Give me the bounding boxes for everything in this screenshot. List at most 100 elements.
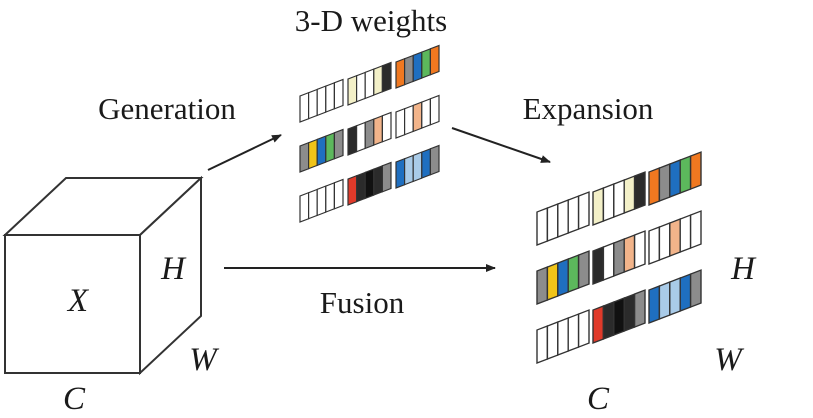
weight-cell	[356, 171, 366, 203]
weight-strip	[395, 94, 440, 139]
weight-cell	[412, 101, 423, 133]
weight-cell	[592, 187, 605, 226]
fusion-label: Fusion	[320, 285, 405, 320]
weight-cell	[404, 54, 414, 86]
input-width-label: W	[189, 342, 219, 378]
weight-cell	[613, 297, 625, 336]
weight-cell	[412, 51, 423, 83]
weight-cell	[364, 68, 375, 100]
weight-cell	[613, 179, 625, 218]
weight-cell	[325, 181, 335, 213]
input-height-label: H	[160, 251, 187, 287]
output-height-label: H	[730, 251, 757, 287]
input-feature-cube	[2, 175, 204, 376]
weight-cell	[347, 174, 358, 206]
weight-cell	[395, 57, 406, 89]
attention-weights-grid	[299, 44, 440, 223]
input-channel-label: C	[63, 381, 86, 417]
weight-cell	[648, 285, 661, 324]
weight-cell	[633, 289, 646, 328]
weight-cell	[557, 258, 569, 297]
weight-cell	[546, 321, 559, 360]
weight-cell	[325, 81, 335, 113]
weight-strip	[648, 210, 702, 265]
weight-cell	[602, 301, 615, 340]
expanded-weights-grid	[536, 151, 702, 364]
weights-title: 3-D weights	[295, 3, 447, 38]
weight-cell	[592, 305, 605, 344]
cube-side-face	[139, 175, 202, 376]
expansion-arrow	[451, 127, 551, 163]
weight-strip	[592, 171, 646, 226]
weight-cell	[669, 218, 681, 257]
weight-cell	[679, 155, 692, 194]
weight-cell	[381, 161, 392, 193]
weight-cell	[333, 128, 344, 160]
generation-arrow	[207, 134, 282, 171]
weight-cell	[325, 131, 335, 163]
weight-cell	[316, 185, 327, 217]
weight-cell	[602, 183, 615, 222]
weight-cell	[429, 44, 440, 76]
weight-cell	[536, 207, 549, 246]
weight-strip	[536, 309, 590, 364]
weight-cell	[658, 163, 671, 202]
weight-cell	[299, 191, 310, 223]
weight-cell	[679, 214, 692, 253]
weight-cell	[347, 74, 358, 106]
weight-cell	[577, 309, 590, 348]
weight-cell	[404, 154, 414, 186]
weight-cell	[623, 293, 636, 332]
weight-cell	[364, 168, 375, 200]
weight-cell	[333, 178, 344, 210]
weight-cell	[633, 171, 646, 210]
weight-strip	[299, 128, 344, 173]
weight-cell	[347, 124, 358, 156]
weight-strip	[395, 144, 440, 189]
weight-cell	[633, 230, 646, 269]
weight-strip	[648, 151, 702, 206]
weight-strip	[536, 250, 590, 305]
weight-cell	[412, 151, 423, 183]
weight-cell	[421, 47, 431, 79]
weight-strip	[648, 269, 702, 324]
weight-strip	[299, 78, 344, 123]
weight-cell	[308, 188, 318, 220]
weight-cell	[623, 234, 636, 273]
weight-cell	[373, 164, 383, 196]
weight-cell	[395, 157, 406, 189]
weight-cell	[557, 199, 569, 238]
weight-strip	[347, 111, 392, 156]
weight-cell	[679, 273, 692, 312]
weight-cell	[381, 111, 392, 143]
weight-cell	[613, 238, 625, 277]
weight-cell	[648, 226, 661, 265]
weight-cell	[356, 71, 366, 103]
weight-cell	[658, 222, 671, 261]
weight-cell	[364, 118, 375, 150]
weight-cell	[669, 159, 681, 198]
weight-cell	[577, 191, 590, 230]
weight-strip	[536, 191, 590, 246]
input-x-label: X	[66, 283, 90, 319]
weight-cell	[316, 85, 327, 117]
weight-cell	[373, 64, 383, 96]
weight-cell	[567, 195, 580, 234]
weight-strip	[592, 230, 646, 285]
weight-cell	[689, 269, 702, 308]
weight-cell	[567, 254, 580, 293]
weight-cell	[429, 144, 440, 176]
weight-strip	[347, 161, 392, 206]
weight-cell	[669, 277, 681, 316]
weight-cell	[421, 97, 431, 129]
weight-cell	[546, 262, 559, 301]
weight-cell	[395, 107, 406, 139]
weight-cell	[429, 94, 440, 126]
weight-cell	[689, 151, 702, 190]
weight-strip	[592, 289, 646, 344]
output-width-label: W	[714, 342, 744, 378]
weight-cell	[557, 317, 569, 356]
weight-cell	[689, 210, 702, 249]
output-channel-label: C	[587, 381, 610, 417]
expansion-label: Expansion	[523, 91, 654, 126]
